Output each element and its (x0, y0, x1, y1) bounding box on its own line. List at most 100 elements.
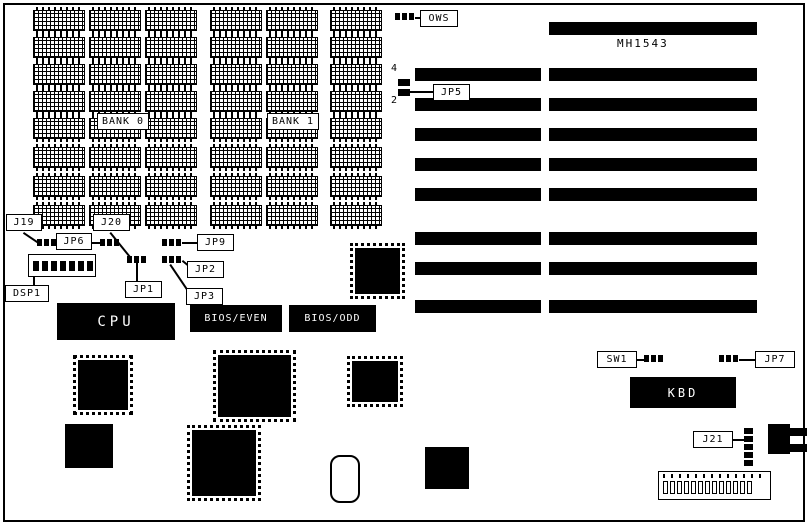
ic-chip (187, 425, 261, 501)
connector-pin (705, 481, 710, 494)
ram-chip (145, 7, 197, 34)
ram-chip (330, 173, 382, 200)
keyboard-din-connector (768, 424, 790, 454)
isa-slot-segment (549, 188, 757, 201)
ram-chip (145, 202, 197, 229)
ram-chip (89, 173, 141, 200)
isa-slot-segment (415, 300, 541, 313)
ram-chip (210, 34, 262, 61)
ram-chip (89, 144, 141, 171)
ic-chip (65, 424, 113, 468)
cpu-chip: CPU (57, 303, 175, 340)
ram-chip (266, 88, 318, 115)
dsp1-component (28, 254, 96, 277)
label-j19: J19 (6, 214, 42, 231)
ram-chip (33, 88, 85, 115)
ows-jumper (395, 13, 415, 20)
sw1-switch (644, 355, 664, 362)
isa-slot-segment (549, 22, 757, 35)
label-jp9: JP9 (197, 234, 234, 251)
label-dsp1: DSP1 (5, 285, 49, 302)
bios-odd-chip: BIOS/ODD (289, 305, 376, 332)
connector-pin (663, 481, 668, 494)
isa-slot-segment (415, 188, 541, 201)
ram-chip (145, 144, 197, 171)
ram-chip (210, 115, 262, 142)
ram-chip (266, 202, 318, 229)
dsp1-leader-line (33, 277, 35, 286)
connector-pin (670, 481, 675, 494)
ram-chip (33, 7, 85, 34)
label-ows: OWS (420, 10, 458, 27)
label-sw1: SW1 (597, 351, 637, 368)
ram-chip (330, 61, 382, 88)
ows-leader-line (415, 17, 420, 19)
ram-chip (330, 34, 382, 61)
ram-chip (330, 144, 382, 171)
label-jp2: JP2 (187, 261, 224, 278)
isa-slot-segment (415, 262, 541, 275)
bios-even-chip: BIOS/EVEN (190, 305, 282, 332)
label-bank1: BANK 1 (267, 113, 319, 130)
ram-chip (33, 144, 85, 171)
jp5-jumper (398, 78, 410, 96)
label-bank0: BANK 0 (97, 113, 149, 130)
crystal-oscillator-outline (330, 455, 360, 503)
connector-pin (712, 481, 717, 494)
ram-chip (33, 173, 85, 200)
dsp1-segments (33, 261, 93, 271)
connector-pin-row (663, 481, 752, 494)
jp7-jumper (719, 355, 739, 362)
connector-pin (747, 481, 752, 494)
isa-slot-segment (549, 68, 757, 81)
label-jp5: JP5 (433, 84, 470, 101)
sw1-leader-line (637, 359, 644, 361)
isa-slot-segment (549, 128, 757, 141)
ram-chip (33, 115, 85, 142)
ic-chip (73, 355, 133, 415)
jp6-leader-line (92, 242, 100, 244)
isa-slot-segment (549, 98, 757, 111)
ram-chip (33, 202, 85, 229)
kbd-controller-chip: KBD (630, 377, 736, 408)
board-model-text: MH1543 (617, 37, 669, 50)
ram-chip (210, 61, 262, 88)
edge-pin-connector (658, 471, 771, 500)
isa-slot-segment (415, 128, 541, 141)
j21-pin-header (744, 426, 753, 466)
isa-slot-segment (549, 262, 757, 275)
jp5-leader-line (410, 91, 433, 93)
ram-chip (266, 34, 318, 61)
jp2-jumper (162, 256, 182, 263)
ram-chip (210, 202, 262, 229)
ram-chip (210, 144, 262, 171)
connector-tick-marks (663, 474, 766, 478)
connector-pin (719, 481, 724, 494)
ic-chip (213, 350, 296, 422)
ram-chip (266, 173, 318, 200)
connector-pin (691, 481, 696, 494)
ram-chip (330, 7, 382, 34)
ic-chip (425, 447, 469, 489)
connector-pin (684, 481, 689, 494)
ram-chip (210, 173, 262, 200)
ram-chip (89, 34, 141, 61)
isa-slot-segment (415, 68, 541, 81)
connector-pin (740, 481, 745, 494)
jp6-jumper (100, 239, 120, 246)
ic-chip (350, 243, 405, 299)
ram-chip (266, 144, 318, 171)
ram-chip (210, 7, 262, 34)
ram-chip (266, 7, 318, 34)
jp9-leader-line (182, 242, 197, 244)
ram-chip (330, 115, 382, 142)
jp1-jumper (127, 256, 147, 263)
jp5-pin2-number: 2 (391, 95, 398, 106)
jp9-jumper (162, 239, 182, 246)
connector-pin (733, 481, 738, 494)
jp1-leader-line (136, 263, 138, 281)
ram-chip (330, 88, 382, 115)
ram-chip (145, 34, 197, 61)
ram-chip (330, 202, 382, 229)
